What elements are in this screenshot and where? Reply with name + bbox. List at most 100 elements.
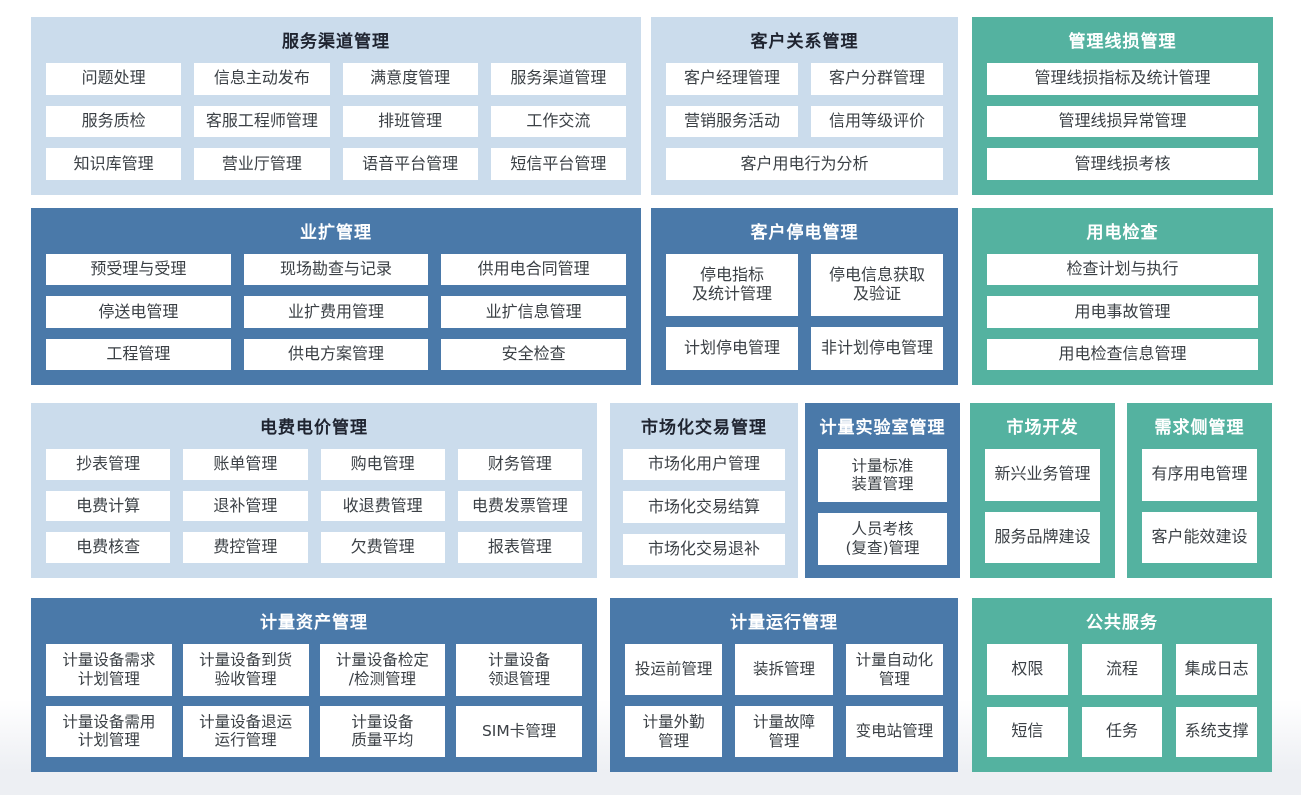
- block-customer-relationship-management: 客户关系管理客户经理管理客户分群管理营销服务活动信用等级评价客户用电行为分析: [651, 17, 958, 195]
- module-item: 服务品牌建设: [985, 511, 1100, 563]
- block-title-market-trading-management: 市场化交易管理: [641, 417, 767, 438]
- block-metering-operation-management: 计量运行管理投运前管理装拆管理计量自动化 管理计量外勤 管理计量故障 管理变电站…: [610, 598, 958, 772]
- module-item: 抄表管理: [46, 449, 171, 480]
- block-title-service-channel-management: 服务渠道管理: [282, 31, 390, 52]
- module-item: 集成日志: [1176, 644, 1257, 695]
- module-item: 停送电管理: [46, 296, 231, 328]
- module-item: 计量设备 领退管理: [456, 644, 582, 696]
- module-item: 用电检查信息管理: [987, 338, 1258, 370]
- module-item: 计量故障 管理: [735, 706, 833, 757]
- module-item: 市场化交易退补: [623, 533, 785, 565]
- module-grid: 新兴业务管理服务品牌建设: [970, 447, 1115, 578]
- module-item: 非计划停电管理: [811, 326, 943, 370]
- module-grid: 管理线损指标及统计管理管理线损异常管理管理线损考核: [972, 61, 1273, 195]
- module-item: 客户分群管理: [811, 63, 943, 95]
- module-item: 费控管理: [183, 532, 308, 563]
- module-grid: 计量设备需求 计划管理计量设备到货 验收管理计量设备检定 /检测管理计量设备 领…: [31, 642, 597, 772]
- module-item: 人员考核 (复查)管理: [818, 512, 947, 565]
- module-item: 检查计划与执行: [987, 254, 1258, 286]
- module-item: 计量设备需用 计划管理: [46, 705, 172, 757]
- block-metering-asset-management: 计量资产管理计量设备需求 计划管理计量设备到货 验收管理计量设备检定 /检测管理…: [31, 598, 597, 772]
- module-item: 管理线损考核: [987, 148, 1258, 180]
- module-item: 工程管理: [46, 338, 231, 370]
- module-item: 业扩费用管理: [243, 296, 429, 328]
- module-item: 短信平台管理: [490, 148, 626, 180]
- module-item: 供电方案管理: [243, 338, 429, 370]
- module-item: 电费计算: [46, 490, 171, 522]
- module-item: 计量设备退运 运行管理: [182, 705, 309, 757]
- module-item: 问题处理: [46, 63, 182, 95]
- module-item: 用电事故管理: [987, 296, 1258, 328]
- block-business-expansion-management: 业扩管理预受理与受理现场勘查与记录供用电合同管理停送电管理业扩费用管理业扩信息管…: [31, 208, 641, 385]
- module-grid: 抄表管理账单管理购电管理财务管理电费计算退补管理收退费管理电费发票管理电费核查费…: [31, 447, 597, 578]
- block-title-customer-outage-management: 客户停电管理: [750, 222, 859, 243]
- module-item: 计量设备检定 /检测管理: [319, 644, 446, 696]
- module-item: 退补管理: [183, 490, 308, 522]
- module-item: 语音平台管理: [342, 148, 478, 180]
- module-item: 营业厅管理: [194, 148, 330, 180]
- module-item: 计量自动化 管理: [845, 644, 943, 695]
- module-grid: 权限流程集成日志短信任务系统支撑: [972, 642, 1272, 772]
- block-title-tariff-billing-management: 电费电价管理: [260, 417, 368, 438]
- module-item: 管理线损指标及统计管理: [987, 63, 1258, 95]
- module-item: 信用等级评价: [811, 105, 943, 138]
- module-item: 服务渠道管理: [490, 63, 626, 95]
- module-item: 权限: [987, 644, 1068, 695]
- block-title-public-services: 公共服务: [1086, 612, 1158, 633]
- module-item: 短信: [987, 706, 1068, 757]
- module-item: 业扩信息管理: [441, 296, 626, 328]
- module-item: 预受理与受理: [46, 254, 231, 286]
- block-line-loss-management: 管理线损管理管理线损指标及统计管理管理线损异常管理管理线损考核: [972, 17, 1273, 195]
- module-item: 停电信息获取 及验证: [811, 254, 943, 316]
- module-item: 有序用电管理: [1142, 449, 1257, 501]
- block-title-customer-relationship-management: 客户关系管理: [750, 31, 859, 52]
- block-title-electricity-inspection: 用电检查: [1086, 222, 1159, 243]
- block-electricity-inspection: 用电检查检查计划与执行用电事故管理用电检查信息管理: [972, 208, 1273, 385]
- block-title-business-expansion-management: 业扩管理: [300, 222, 372, 243]
- block-title-line-loss-management: 管理线损管理: [1068, 31, 1177, 52]
- module-grid: 有序用电管理客户能效建设: [1127, 447, 1272, 578]
- module-item: 客户用电行为分析: [666, 148, 943, 180]
- module-item: 服务质检: [46, 105, 182, 138]
- module-item: 任务: [1081, 706, 1163, 757]
- module-item: 满意度管理: [342, 63, 478, 95]
- module-item: 知识库管理: [46, 148, 182, 180]
- module-item: 停电指标 及统计管理: [666, 254, 798, 316]
- module-item: 计量外勤 管理: [625, 706, 723, 757]
- block-metering-lab-management: 计量实验室管理计量标准 装置管理人员考核 (复查)管理: [805, 403, 960, 578]
- module-item: 系统支撑: [1176, 706, 1257, 757]
- block-customer-outage-management: 客户停电管理停电指标 及统计管理停电信息获取 及验证计划停电管理非计划停电管理: [651, 208, 958, 385]
- block-title-metering-lab-management: 计量实验室管理: [819, 417, 946, 438]
- module-item: 装拆管理: [735, 644, 833, 695]
- module-item: 计量设备 质量平均: [319, 705, 446, 757]
- block-public-services: 公共服务权限流程集成日志短信任务系统支撑: [972, 598, 1272, 772]
- block-title-demand-side-management: 需求侧管理: [1154, 417, 1245, 438]
- block-title-metering-operation-management: 计量运行管理: [730, 612, 838, 633]
- module-item: 市场化交易结算: [623, 491, 785, 523]
- module-item: 投运前管理: [625, 644, 723, 695]
- module-item: 客户经理管理: [666, 63, 798, 95]
- module-grid: 检查计划与执行用电事故管理用电检查信息管理: [972, 252, 1273, 385]
- module-item: 信息主动发布: [194, 63, 330, 95]
- module-item: 管理线损异常管理: [987, 105, 1258, 138]
- module-item: 营销服务活动: [666, 105, 798, 138]
- module-item: 安全检查: [441, 338, 626, 370]
- module-item: 流程: [1081, 644, 1163, 695]
- module-grid: 预受理与受理现场勘查与记录供用电合同管理停送电管理业扩费用管理业扩信息管理工程管…: [31, 252, 641, 385]
- module-item: 客服工程师管理: [194, 105, 330, 138]
- module-item: 新兴业务管理: [985, 449, 1100, 501]
- module-grid: 投运前管理装拆管理计量自动化 管理计量外勤 管理计量故障 管理变电站管理: [610, 642, 958, 772]
- block-title-metering-asset-management: 计量资产管理: [260, 612, 368, 633]
- module-item: 市场化用户管理: [623, 449, 785, 481]
- module-item: 排班管理: [342, 105, 478, 138]
- module-item: 供用电合同管理: [441, 254, 626, 286]
- block-title-market-development: 市场开发: [1006, 417, 1079, 438]
- block-demand-side-management: 需求侧管理有序用电管理客户能效建设: [1127, 403, 1272, 578]
- module-item: 现场勘查与记录: [243, 254, 429, 286]
- module-item: 账单管理: [183, 449, 308, 480]
- module-item: 变电站管理: [845, 706, 943, 757]
- module-item: 欠费管理: [320, 532, 445, 563]
- block-market-development: 市场开发新兴业务管理服务品牌建设: [970, 403, 1115, 578]
- module-item: SIM卡管理: [456, 705, 582, 757]
